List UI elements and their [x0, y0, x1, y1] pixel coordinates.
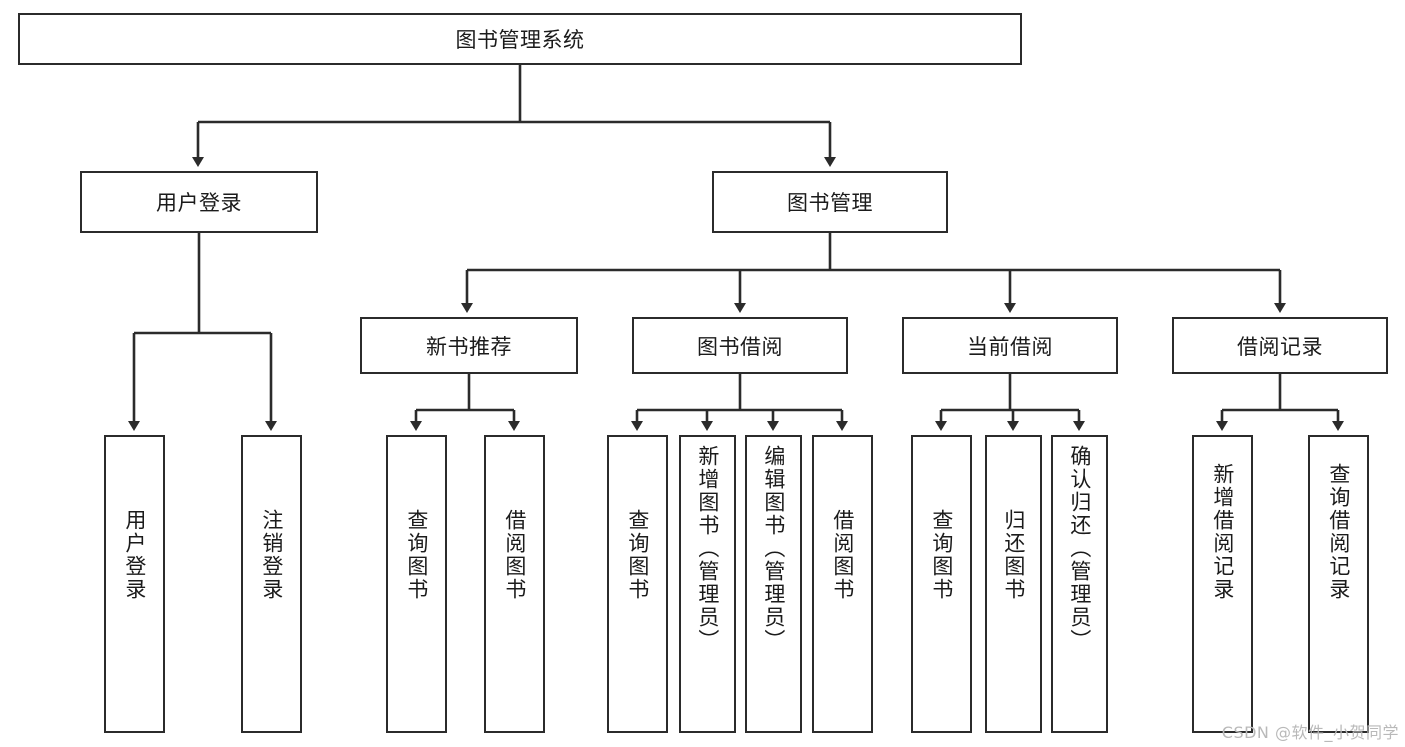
node-leaf-edit-book[interactable]: 编辑图书（管理员） [745, 435, 802, 733]
node-leaf-return-book-label: 归还图书 [1001, 509, 1026, 601]
node-leaf-add-record[interactable]: 新增借阅记录 [1192, 435, 1253, 733]
node-leaf-query-record-label: 查询借阅记录 [1326, 463, 1351, 601]
node-leaf-borrow-book-1[interactable]: 借阅图书 [484, 435, 545, 733]
node-leaf-query-book-1-label: 查询图书 [404, 509, 429, 601]
node-borrow-record[interactable]: 借阅记录 [1172, 317, 1388, 374]
node-user-login-label: 用户登录 [156, 191, 242, 215]
node-leaf-borrow-book-2[interactable]: 借阅图书 [812, 435, 873, 733]
node-leaf-user-login-label: 用户登录 [122, 509, 147, 601]
node-leaf-return-book[interactable]: 归还图书 [985, 435, 1042, 733]
node-leaf-edit-book-label: 编辑图书（管理员） [761, 445, 786, 652]
node-current-borrow[interactable]: 当前借阅 [902, 317, 1118, 374]
node-leaf-borrow-book-1-label: 借阅图书 [502, 509, 527, 601]
node-leaf-borrow-book-2-label: 借阅图书 [830, 509, 855, 601]
node-leaf-user-logout-label: 注销登录 [259, 509, 284, 601]
node-new-book-rec[interactable]: 新书推荐 [360, 317, 578, 374]
node-leaf-add-record-label: 新增借阅记录 [1210, 463, 1235, 601]
node-leaf-query-book-3[interactable]: 查询图书 [911, 435, 972, 733]
node-leaf-query-book-2-label: 查询图书 [625, 509, 650, 601]
node-book-manage[interactable]: 图书管理 [712, 171, 948, 233]
node-leaf-query-record[interactable]: 查询借阅记录 [1308, 435, 1369, 733]
node-book-borrow-label: 图书借阅 [697, 334, 783, 359]
node-book-borrow[interactable]: 图书借阅 [632, 317, 848, 374]
node-leaf-user-login[interactable]: 用户登录 [104, 435, 165, 733]
node-current-borrow-label: 当前借阅 [967, 334, 1053, 359]
node-leaf-add-book-label: 新增图书（管理员） [695, 445, 720, 652]
node-new-book-rec-label: 新书推荐 [426, 334, 512, 359]
node-user-login[interactable]: 用户登录 [80, 171, 318, 233]
node-leaf-query-book-2[interactable]: 查询图书 [607, 435, 668, 733]
node-book-manage-label: 图书管理 [787, 191, 873, 215]
node-leaf-user-logout[interactable]: 注销登录 [241, 435, 302, 733]
node-leaf-query-book-1[interactable]: 查询图书 [386, 435, 447, 733]
node-root-label: 图书管理系统 [455, 28, 585, 52]
node-leaf-confirm-return[interactable]: 确认归还（管理员） [1051, 435, 1108, 733]
node-root[interactable]: 图书管理系统 [18, 13, 1022, 65]
watermark: CSDN @软件_小贺同学 [1221, 723, 1399, 742]
node-borrow-record-label: 借阅记录 [1237, 334, 1323, 359]
node-leaf-confirm-return-label: 确认归还（管理员） [1067, 445, 1092, 652]
node-leaf-query-book-3-label: 查询图书 [929, 509, 954, 601]
node-leaf-add-book[interactable]: 新增图书（管理员） [679, 435, 736, 733]
